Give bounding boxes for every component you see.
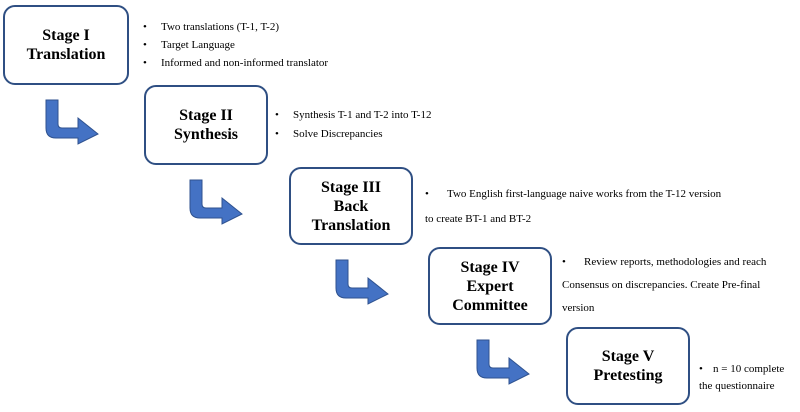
bullet-icon: • (562, 256, 566, 268)
stage-4-title: Stage IV (460, 258, 520, 276)
bullet-icon: • (143, 21, 147, 33)
stage-4-note-line: •Review reports, methodologies and reach (562, 251, 766, 274)
stage-5-note-line: the questionnaire (699, 380, 775, 392)
stage-5-subtitle: Pretesting (593, 367, 663, 384)
stage-4-subtitle-line-2: Committee (452, 296, 528, 314)
stage-3-note-line: to create BT-1 and BT-2 (425, 213, 532, 225)
stage-1-note: •Two translations (T-1, T-2) (143, 18, 328, 36)
stage-5-title: Stage V (601, 348, 655, 365)
stage-4-notes: •Review reports, methodologies and reach… (562, 251, 766, 320)
stage-2-note: •Solve Discrepancies (275, 125, 431, 144)
curved-arrow-icon (476, 339, 530, 385)
stage-2-title: Stage II (179, 107, 233, 124)
arrow-shape (45, 99, 99, 145)
stage-1-note: •Informed and non-informed translator (143, 54, 328, 72)
stage-3-note-line: •Two English first-language naive works … (425, 182, 721, 207)
stage-2-subtitle: Synthesis (173, 126, 239, 143)
stage-1-title: Stage I (42, 27, 90, 44)
stage-4-note-line: version (562, 302, 595, 314)
bullet-icon: • (143, 57, 147, 69)
stage-3-title: Stage III (320, 178, 381, 196)
stage-2-note: •Synthesis T-1 and T-2 into T-12 (275, 106, 431, 125)
stage-1-notes: •Two translations (T-1, T-2) •Target Lan… (143, 18, 328, 72)
bullet-icon: • (275, 128, 279, 140)
bullet-icon: • (699, 363, 703, 375)
stage-1-subtitle: Translation (26, 46, 106, 63)
stage-3-notes: •Two English first-language naive works … (425, 182, 721, 232)
arrow-shape (335, 259, 389, 305)
stage-5-note-line: •n = 10 complete (699, 361, 784, 378)
curved-arrow-icon (45, 99, 99, 145)
curved-arrow-icon (189, 179, 243, 225)
arrow-shape (476, 339, 530, 385)
stage-3-box: Stage III Back Translation (289, 167, 413, 245)
stage-2-box: Stage II Synthesis (144, 85, 268, 165)
stage-4-subtitle-line-1: Expert (466, 277, 514, 295)
bullet-icon: • (275, 109, 279, 121)
bullet-icon: • (143, 39, 147, 51)
stage-5-notes: •n = 10 complete the questionnaire (699, 361, 784, 395)
stage-5-box: Stage V Pretesting (566, 327, 690, 405)
stage-4-box: Stage IV Expert Committee (428, 247, 552, 325)
stage-1-box: Stage I Translation (3, 5, 129, 85)
stage-3-subtitle-line-2: Translation (311, 216, 391, 234)
stage-4-note-line: Consensus on discrepancies. Create Pre-f… (562, 279, 761, 291)
bullet-icon: • (425, 188, 429, 200)
stage-1-note: •Target Language (143, 36, 328, 54)
arrow-shape (189, 179, 243, 225)
stage-2-notes: •Synthesis T-1 and T-2 into T-12 •Solve … (275, 106, 431, 144)
stage-3-subtitle-line-1: Back (333, 197, 369, 215)
curved-arrow-icon (335, 259, 389, 305)
